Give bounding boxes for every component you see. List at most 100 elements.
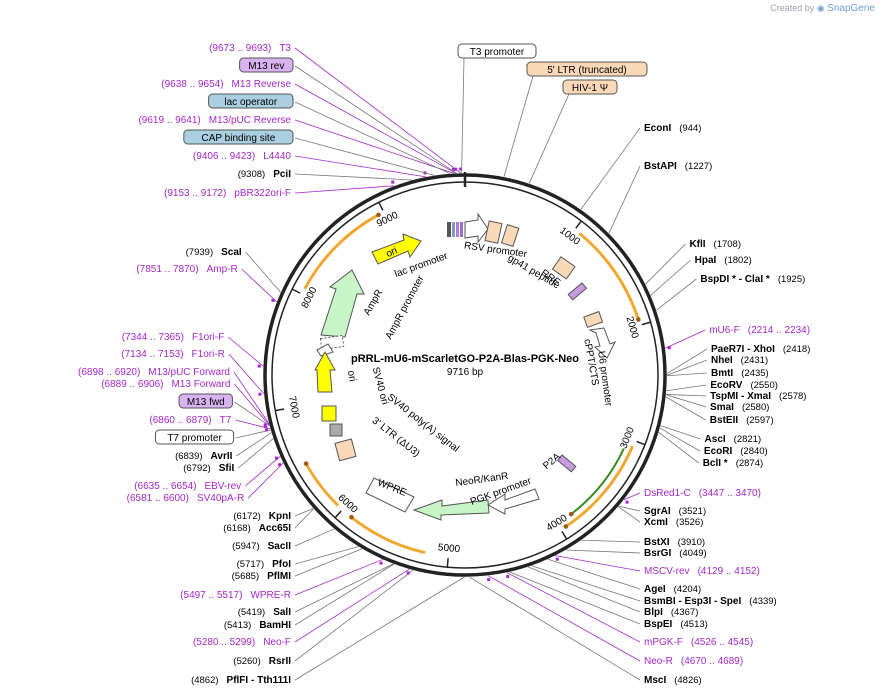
primer-site-mark bbox=[271, 298, 275, 302]
enzyme-avrii[interactable]: (6839)AvrII bbox=[175, 451, 233, 462]
primer-site-mark bbox=[452, 167, 456, 171]
primer-m13-forward[interactable]: (6889 .. 6906)M13 Forward bbox=[101, 379, 230, 390]
rsv-promoter-arrow[interactable] bbox=[464, 212, 489, 244]
sv40-ori-block[interactable] bbox=[321, 405, 337, 422]
enzyme-bstxi[interactable]: BstXI(3910) bbox=[644, 537, 705, 548]
label-box-t7-promoter[interactable] bbox=[154, 429, 235, 445]
label-box-cap-binding-site[interactable] bbox=[183, 129, 294, 145]
primer-site-mark bbox=[275, 456, 279, 460]
ampr-arc[interactable] bbox=[303, 213, 380, 290]
enzyme-pcii[interactable]: (9308)PciI bbox=[238, 169, 291, 180]
primer-m13-reverse[interactable]: (9638 .. 9654)M13 Reverse bbox=[161, 79, 291, 90]
enzyme-bsmbi-esp3i-spei[interactable]: BsmBI - Esp3I - SpeI(4339) bbox=[644, 596, 777, 607]
primer-mscv-rev[interactable]: MSCV-rev(4129 .. 4152) bbox=[644, 566, 760, 577]
primer-mu6-f[interactable]: mU6-F(2214 .. 2234) bbox=[709, 325, 810, 336]
primer-neo-f[interactable]: (5280 .. 5299)Neo-F bbox=[193, 637, 291, 648]
sv40-small-block[interactable] bbox=[329, 423, 343, 437]
cppt-block[interactable] bbox=[583, 310, 604, 329]
primer-t7[interactable]: (6860 .. 6879)T7 bbox=[149, 415, 231, 426]
primer-f1ori-r[interactable]: (7134 .. 7153)F1ori-R bbox=[121, 349, 225, 360]
ampr-arrow[interactable] bbox=[320, 269, 365, 338]
ltr-arc[interactable] bbox=[578, 232, 640, 320]
u6-promoter-arrow[interactable] bbox=[588, 327, 617, 359]
wpre-arc[interactable] bbox=[350, 516, 426, 555]
gp41-peptide-block[interactable] bbox=[567, 282, 588, 301]
primer-f1ori-f[interactable]: (7344 .. 7365)F1ori-F bbox=[122, 332, 225, 343]
enzyme-acc65i[interactable]: (6168)Acc65I bbox=[223, 523, 291, 534]
label-pos: (1227) bbox=[685, 161, 712, 172]
pgk-promoter-arrow[interactable] bbox=[487, 488, 540, 515]
primer-mpgk-f[interactable]: mPGK-F(4526 .. 4545) bbox=[644, 637, 753, 648]
p2a-block[interactable] bbox=[556, 454, 577, 473]
5-ltr-block[interactable] bbox=[484, 220, 503, 244]
top-box-t3-promoter[interactable] bbox=[457, 43, 537, 59]
primer-t3[interactable]: (9673 .. 9693)T3 bbox=[209, 43, 291, 54]
enzyme-bspdi-clai[interactable]: BspDI * - ClaI *(1925) bbox=[700, 274, 805, 285]
enzyme-bspei[interactable]: BspEI(4513) bbox=[644, 619, 708, 630]
leader-line bbox=[294, 563, 394, 613]
enzyme-bcli[interactable]: BclI *(2874) bbox=[703, 458, 763, 469]
enzyme-bsteii[interactable]: BstEII(2597) bbox=[710, 415, 774, 426]
primer-m13-puc-reverse[interactable]: (9619 .. 9641)M13/pUC Reverse bbox=[138, 115, 291, 126]
ori-arrow[interactable] bbox=[371, 233, 422, 265]
f1-ori-arrow[interactable] bbox=[314, 350, 336, 393]
top-box-hiv-1[interactable] bbox=[562, 79, 618, 95]
label-box-m13-fwd[interactable] bbox=[178, 393, 233, 409]
enzyme-kpni[interactable]: (6172)KpnI bbox=[233, 511, 291, 522]
hiv-psi-block[interactable] bbox=[500, 224, 520, 248]
enzyme-sgrai[interactable]: SgrAI(3521) bbox=[644, 506, 706, 517]
enzyme-sali[interactable]: (5419)SalI bbox=[238, 607, 291, 618]
blas-arc-inner[interactable] bbox=[570, 448, 625, 515]
enzyme-pfoi[interactable]: (5717)PfoI bbox=[237, 559, 292, 570]
enzyme-pflfi-tth111i[interactable]: (4862)PflFI - Tth111I bbox=[191, 675, 291, 686]
primer-pbr322ori-f[interactable]: (9153 .. 9172)pBR322ori-F bbox=[164, 188, 291, 199]
enzyme-rsrii[interactable]: (5260)RsrII bbox=[233, 656, 291, 667]
enzyme-xcmi[interactable]: XcmI(3526) bbox=[644, 517, 703, 528]
enzyme-ecori[interactable]: EcoRI(2840) bbox=[704, 446, 768, 457]
enzyme-bamhi[interactable]: (5413)BamHI bbox=[224, 620, 291, 631]
wpre-arrow[interactable] bbox=[365, 477, 415, 513]
sv40-polya-block[interactable] bbox=[334, 438, 357, 462]
lac-operator-block[interactable] bbox=[452, 222, 455, 237]
enzyme-pflmi[interactable]: (5685)PflMI bbox=[232, 571, 292, 582]
sv40-arc[interactable] bbox=[304, 462, 340, 507]
enzyme-sfii[interactable]: (6792)SfiI bbox=[183, 463, 234, 474]
primer-m13-puc-forward[interactable]: (6898 .. 6920)M13/pUC Forward bbox=[78, 367, 230, 378]
primer-sv40pa-r[interactable]: (6581 .. 6600)SV40pA-R bbox=[127, 493, 245, 504]
blas-arc-outer[interactable] bbox=[565, 445, 634, 528]
top-box-5-ltr-truncated[interactable] bbox=[526, 61, 648, 77]
cap-block[interactable] bbox=[447, 222, 451, 237]
rre-block[interactable] bbox=[551, 256, 576, 280]
enzyme-econi[interactable]: EconI(944) bbox=[644, 123, 701, 134]
primer-dsred1-c[interactable]: DsRed1-C(3447 .. 3470) bbox=[644, 488, 761, 499]
primer-neo-r[interactable]: Neo-R(4670 .. 4689) bbox=[644, 656, 743, 667]
primer-amp-r[interactable]: (7851 .. 7870)Amp-R bbox=[136, 264, 237, 275]
small-white-arrow[interactable] bbox=[316, 343, 334, 357]
enzyme-paer7i-xhoi[interactable]: PaeR7I - XhoI(2418) bbox=[711, 344, 810, 355]
enzyme-blpi[interactable]: BlpI(4367) bbox=[644, 607, 698, 618]
enzyme-hpai[interactable]: HpaI(1802) bbox=[695, 255, 752, 266]
label-box-m13-rev[interactable] bbox=[239, 57, 294, 73]
leader-line bbox=[235, 429, 271, 439]
t3-block[interactable] bbox=[460, 222, 463, 237]
m13-block[interactable] bbox=[456, 222, 459, 237]
enzyme-sacii[interactable]: (5947)SacII bbox=[232, 541, 291, 552]
enzyme-scai[interactable]: (7939)ScaI bbox=[186, 247, 242, 258]
primer-wpre-r[interactable]: (5497 .. 5517)WPRE-R bbox=[180, 590, 291, 601]
enzyme-bstapi[interactable]: BstAPI(1227) bbox=[644, 161, 712, 172]
enzyme-bsrgi[interactable]: BsrGI(4049) bbox=[644, 548, 707, 559]
enzyme-nhei[interactable]: NheI(2431) bbox=[711, 355, 768, 366]
tick-mark bbox=[334, 510, 342, 519]
primer-l4440[interactable]: (9406 .. 9423)L4440 bbox=[193, 151, 292, 162]
label-box-lac-operator[interactable] bbox=[208, 93, 294, 109]
enzyme-ecorv[interactable]: EcoRV(2550) bbox=[710, 380, 778, 391]
enzyme-agei[interactable]: AgeI(4204) bbox=[644, 584, 701, 595]
neor-arrow[interactable] bbox=[412, 499, 490, 521]
enzyme-smai[interactable]: SmaI(2580) bbox=[710, 402, 769, 413]
enzyme-kfli[interactable]: KflI(1708) bbox=[689, 239, 741, 250]
enzyme-msci[interactable]: MscI(4826) bbox=[644, 675, 702, 686]
primer-ebv-rev[interactable]: (6635 .. 6654)EBV-rev bbox=[134, 481, 241, 492]
enzyme-bmti[interactable]: BmtI(2435) bbox=[711, 368, 769, 379]
enzyme-tspmi-xmai[interactable]: TspMI - XmaI(2578) bbox=[710, 391, 806, 402]
enzyme-asci[interactable]: AscI(2821) bbox=[705, 434, 762, 445]
